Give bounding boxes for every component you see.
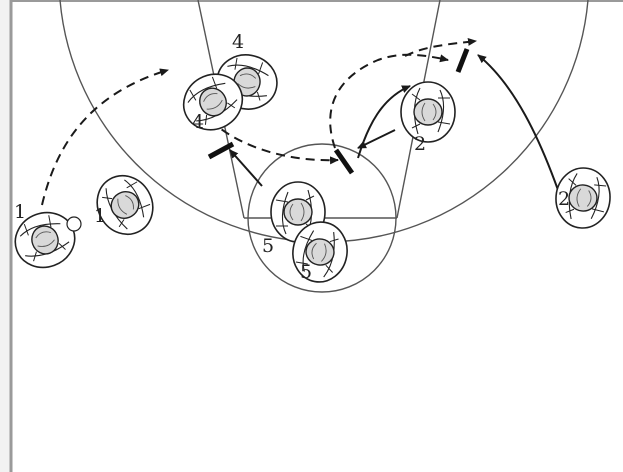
player-number: 5 — [300, 261, 312, 283]
player-number: 2 — [558, 188, 570, 210]
player-4a: 4 — [211, 31, 283, 115]
screen-arrow-5 — [229, 149, 263, 187]
cut-5-dashed-arrow — [329, 53, 449, 149]
player-4b: 4 — [172, 62, 254, 142]
frame-top — [0, 0, 623, 2]
player-number: 1 — [94, 205, 106, 227]
player-number: 5 — [262, 235, 274, 257]
frame-left — [0, 0, 12, 472]
pass-arrow — [41, 68, 169, 206]
player-5a: 5 — [262, 181, 326, 257]
player-number: 4 — [232, 31, 244, 53]
player-5b: 5 — [287, 216, 353, 288]
movement-arrows — [41, 37, 559, 206]
cut-4-dashed-arrow — [209, 119, 339, 165]
screen-arrow-2 — [357, 129, 396, 149]
player-number: 1 — [14, 201, 26, 223]
player-1b: 1 — [85, 164, 165, 246]
screen-bar-4 — [207, 141, 235, 160]
player-number: 2 — [414, 133, 426, 155]
ball-icon — [66, 216, 82, 232]
player-2a: 2 — [400, 81, 456, 155]
cut-4-high-dashed — [404, 37, 477, 57]
player-1a: 1 — [6, 201, 84, 277]
screen-bar-2 — [333, 148, 355, 175]
cut-2-wing-arrow — [477, 54, 559, 191]
screen-bar-5 — [455, 48, 470, 73]
screen-markers — [207, 48, 470, 175]
player-number: 4 — [192, 111, 204, 133]
player-2b: 2 — [552, 164, 614, 232]
